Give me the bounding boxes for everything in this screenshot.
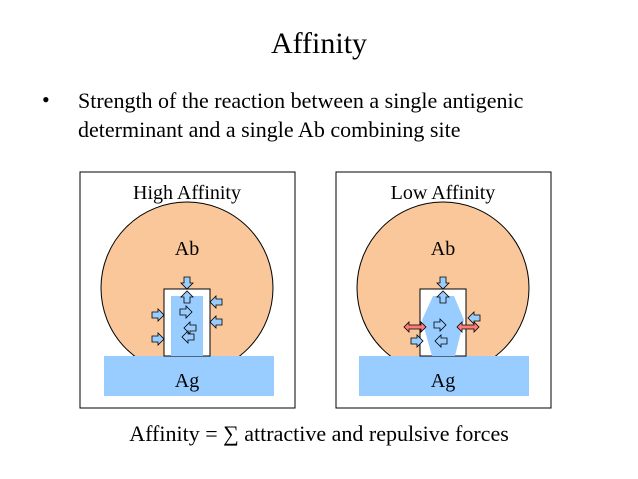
- footer-formula: Affinity = ∑ attractive and repulsive fo…: [129, 421, 509, 446]
- antigen-base: [104, 356, 274, 396]
- arrow-down-icon: [180, 276, 194, 290]
- arrow-left-icon: [183, 321, 197, 335]
- arrow-up-icon: [436, 290, 450, 304]
- bullet-text: Strength of the reaction between a singl…: [78, 88, 524, 142]
- antigen-base: [359, 356, 529, 396]
- arrow-left-icon: [209, 295, 223, 309]
- antigen-label: Ag: [431, 370, 455, 392]
- arrow-double-icon: [456, 321, 480, 333]
- arrow-left-icon: [181, 330, 195, 344]
- panel-title: Low Affinity: [391, 182, 496, 204]
- arrow-down-icon: [436, 276, 450, 290]
- arrow-left-icon: [434, 334, 448, 348]
- arrow-right-icon: [151, 308, 165, 322]
- antibody-label: Ab: [431, 238, 455, 260]
- arrow-right-icon: [151, 332, 165, 346]
- low-affinity-panel: Low Affinity Ab Ag: [335, 171, 552, 409]
- antigen-label: Ag: [175, 370, 199, 392]
- antibody-label: Ab: [175, 238, 199, 260]
- arrow-left-icon: [467, 311, 481, 325]
- arrow-double-icon: [403, 321, 427, 333]
- arrow-right-icon: [433, 318, 447, 332]
- slide-title: Affinity: [270, 27, 368, 60]
- high-affinity-panel: High Affinity Ab Ag: [79, 171, 296, 409]
- arrow-right-icon: [179, 305, 193, 319]
- arrow-right-icon: [410, 334, 424, 348]
- force-arrows: [151, 276, 223, 346]
- panel-title: High Affinity: [133, 182, 241, 204]
- arrow-up-icon: [180, 290, 194, 304]
- force-arrows: [403, 276, 481, 348]
- arrow-left-icon: [209, 315, 223, 329]
- bullet-marker: •: [42, 87, 50, 112]
